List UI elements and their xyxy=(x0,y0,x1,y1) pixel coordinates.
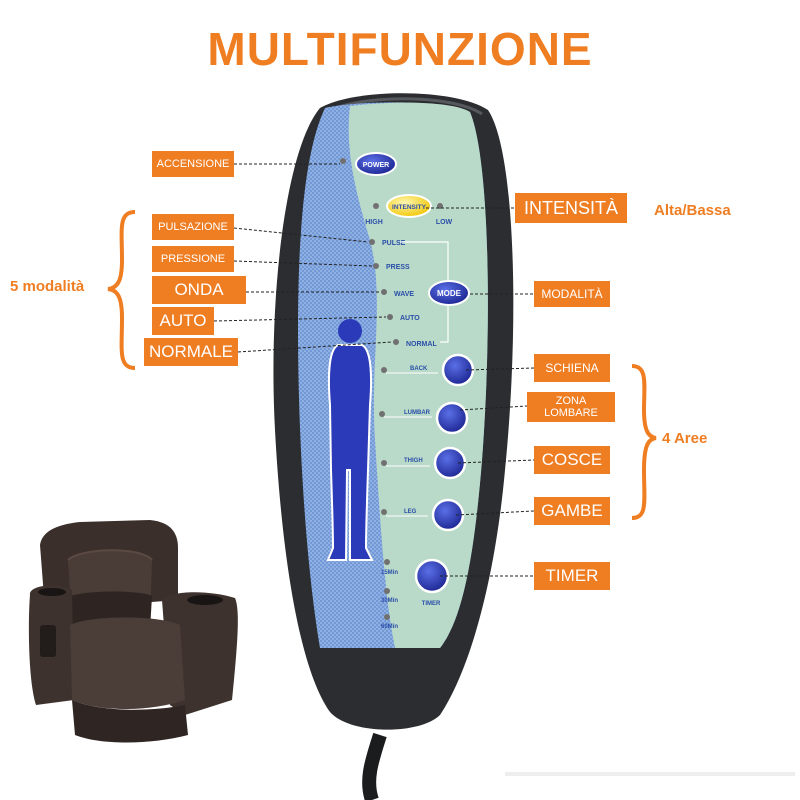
wave-label: WAVE xyxy=(394,291,414,298)
tag-modalita: MODALITÀ xyxy=(534,281,610,307)
leg-label: LEG xyxy=(404,509,417,515)
mode-button-label: MODE xyxy=(437,289,462,298)
left-bracket xyxy=(107,210,136,370)
mode-indicators: PULSE PRESS WAVE AUTO NORMAL xyxy=(369,239,437,348)
lumbar-label: LUMBAR xyxy=(404,410,431,416)
power-button-label: POWER xyxy=(363,162,389,169)
press-label: PRESS xyxy=(386,264,410,271)
left-group-label: 5 modalità xyxy=(10,278,85,295)
timer-button xyxy=(414,558,450,594)
tag-gambe: GAMBE xyxy=(534,497,610,525)
tag-pressione: PRESSIONE xyxy=(152,246,234,272)
intensity-button-label: INTENSITY xyxy=(392,204,427,211)
human-figure-icon xyxy=(326,319,374,561)
timer-15-label: 15Min xyxy=(381,570,398,576)
right-group-label: 4 Aree xyxy=(662,430,708,447)
tag-normale: NORMALE xyxy=(144,338,238,366)
tag-timer: TIMER xyxy=(534,562,610,590)
thigh-label: THIGH xyxy=(404,458,423,464)
timer-indicators: 15Min 30Min 60Min xyxy=(381,559,398,630)
timer-30-label: 30Min xyxy=(381,598,398,604)
power-button xyxy=(355,152,397,176)
tag-onda: ONDA xyxy=(152,276,246,304)
timer-60-label: 60Min xyxy=(381,624,398,630)
tag-schiena: SCHIENA xyxy=(534,354,610,382)
normal-label: NORMAL xyxy=(406,341,437,348)
right-bracket xyxy=(631,364,657,520)
remote-cable xyxy=(362,732,387,800)
auto-label: AUTO xyxy=(400,315,420,322)
area-buttons: BACK LUMBAR THIGH LEG xyxy=(379,353,475,532)
back-label: BACK xyxy=(410,366,428,372)
intensity-button xyxy=(386,194,432,218)
tag-auto: AUTO xyxy=(152,307,214,335)
tag-pulsazione: PULSAZIONE xyxy=(152,214,234,240)
tag-accensione: ACCENSIONE xyxy=(152,151,234,177)
page-title: MULTIFUNZIONE xyxy=(207,23,593,75)
timer-label: TIMER xyxy=(422,601,441,607)
tag-cosce: COSCE xyxy=(534,446,610,474)
pulse-label: PULSE xyxy=(382,240,406,247)
armchair-image xyxy=(28,520,238,743)
leader-lines xyxy=(213,163,535,577)
tag-intensita: INTENSITÀ xyxy=(515,193,627,223)
low-label: LOW xyxy=(436,219,453,226)
tag-zona-lombare: ZONA LOMBARE xyxy=(527,392,615,422)
mode-button xyxy=(428,280,470,306)
intensity-note: Alta/Bassa xyxy=(654,202,731,219)
high-label: HIGH xyxy=(365,219,383,226)
lumbar-button xyxy=(435,401,469,435)
